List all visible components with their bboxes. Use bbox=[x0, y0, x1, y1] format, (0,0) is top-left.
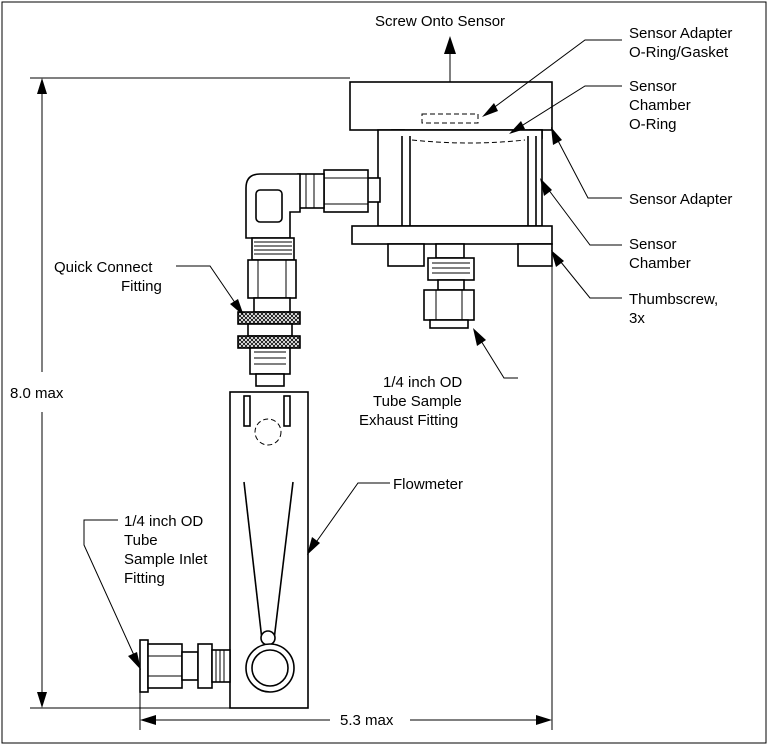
label-exhaust-3: Exhaust Fitting bbox=[359, 412, 458, 429]
flowmeter-float bbox=[260, 630, 276, 646]
label-thumbscrew-1: Thumbscrew, bbox=[629, 291, 718, 308]
quick-connect-fitting bbox=[237, 297, 301, 387]
chamber-oring bbox=[411, 139, 526, 144]
label-quick-connect-1: Quick Connect bbox=[54, 259, 153, 276]
label-chamber-oring-3: O-Ring bbox=[629, 116, 677, 133]
label-exhaust-1: 1/4 inch OD bbox=[383, 374, 462, 391]
sensor-chamber bbox=[351, 129, 553, 267]
labels: Screw Onto Sensor Sensor Adapter O-Ring/… bbox=[10, 13, 732, 729]
flowmeter bbox=[229, 391, 309, 709]
chamber-base-plate bbox=[351, 225, 553, 245]
inlet-fitting bbox=[139, 639, 231, 693]
width-dimension bbox=[139, 244, 553, 730]
chamber-side-port bbox=[297, 169, 381, 213]
label-flowmeter: Flowmeter bbox=[393, 476, 463, 493]
label-inlet-3: Sample Inlet bbox=[124, 551, 208, 568]
label-adapter-oring-2: O-Ring/Gasket bbox=[629, 44, 729, 61]
flowmeter-knob bbox=[245, 643, 295, 693]
adapter-oring-gasket bbox=[421, 113, 479, 124]
label-sensor-adapter: Sensor Adapter bbox=[629, 191, 732, 208]
height-dimension bbox=[30, 77, 350, 709]
label-quick-connect-2: Fitting bbox=[121, 278, 162, 295]
exhaust-fitting bbox=[423, 243, 475, 329]
label-thumbscrew-2: 3x bbox=[629, 310, 645, 327]
elbow-fitting bbox=[245, 173, 301, 299]
label-sensor-chamber-1: Sensor bbox=[629, 236, 677, 253]
label-exhaust-2: Tube Sample bbox=[373, 393, 462, 410]
label-chamber-oring-2: Chamber bbox=[629, 97, 691, 114]
label-width-dimension: 5.3 max bbox=[340, 712, 394, 729]
label-chamber-oring-1: Sensor bbox=[629, 78, 677, 95]
leader-lines bbox=[83, 36, 622, 670]
thumbscrew-head bbox=[517, 243, 553, 267]
label-inlet-1: 1/4 inch OD bbox=[124, 513, 203, 530]
label-screw-onto-sensor: Screw Onto Sensor bbox=[375, 13, 505, 30]
label-inlet-4: Fitting bbox=[124, 570, 165, 587]
thumbscrew-head bbox=[387, 243, 425, 267]
label-sensor-chamber-2: Chamber bbox=[629, 255, 691, 272]
label-inlet-2: Tube bbox=[124, 532, 158, 549]
label-adapter-oring-1: Sensor Adapter bbox=[629, 25, 732, 42]
label-height-dimension: 8.0 max bbox=[10, 385, 64, 402]
